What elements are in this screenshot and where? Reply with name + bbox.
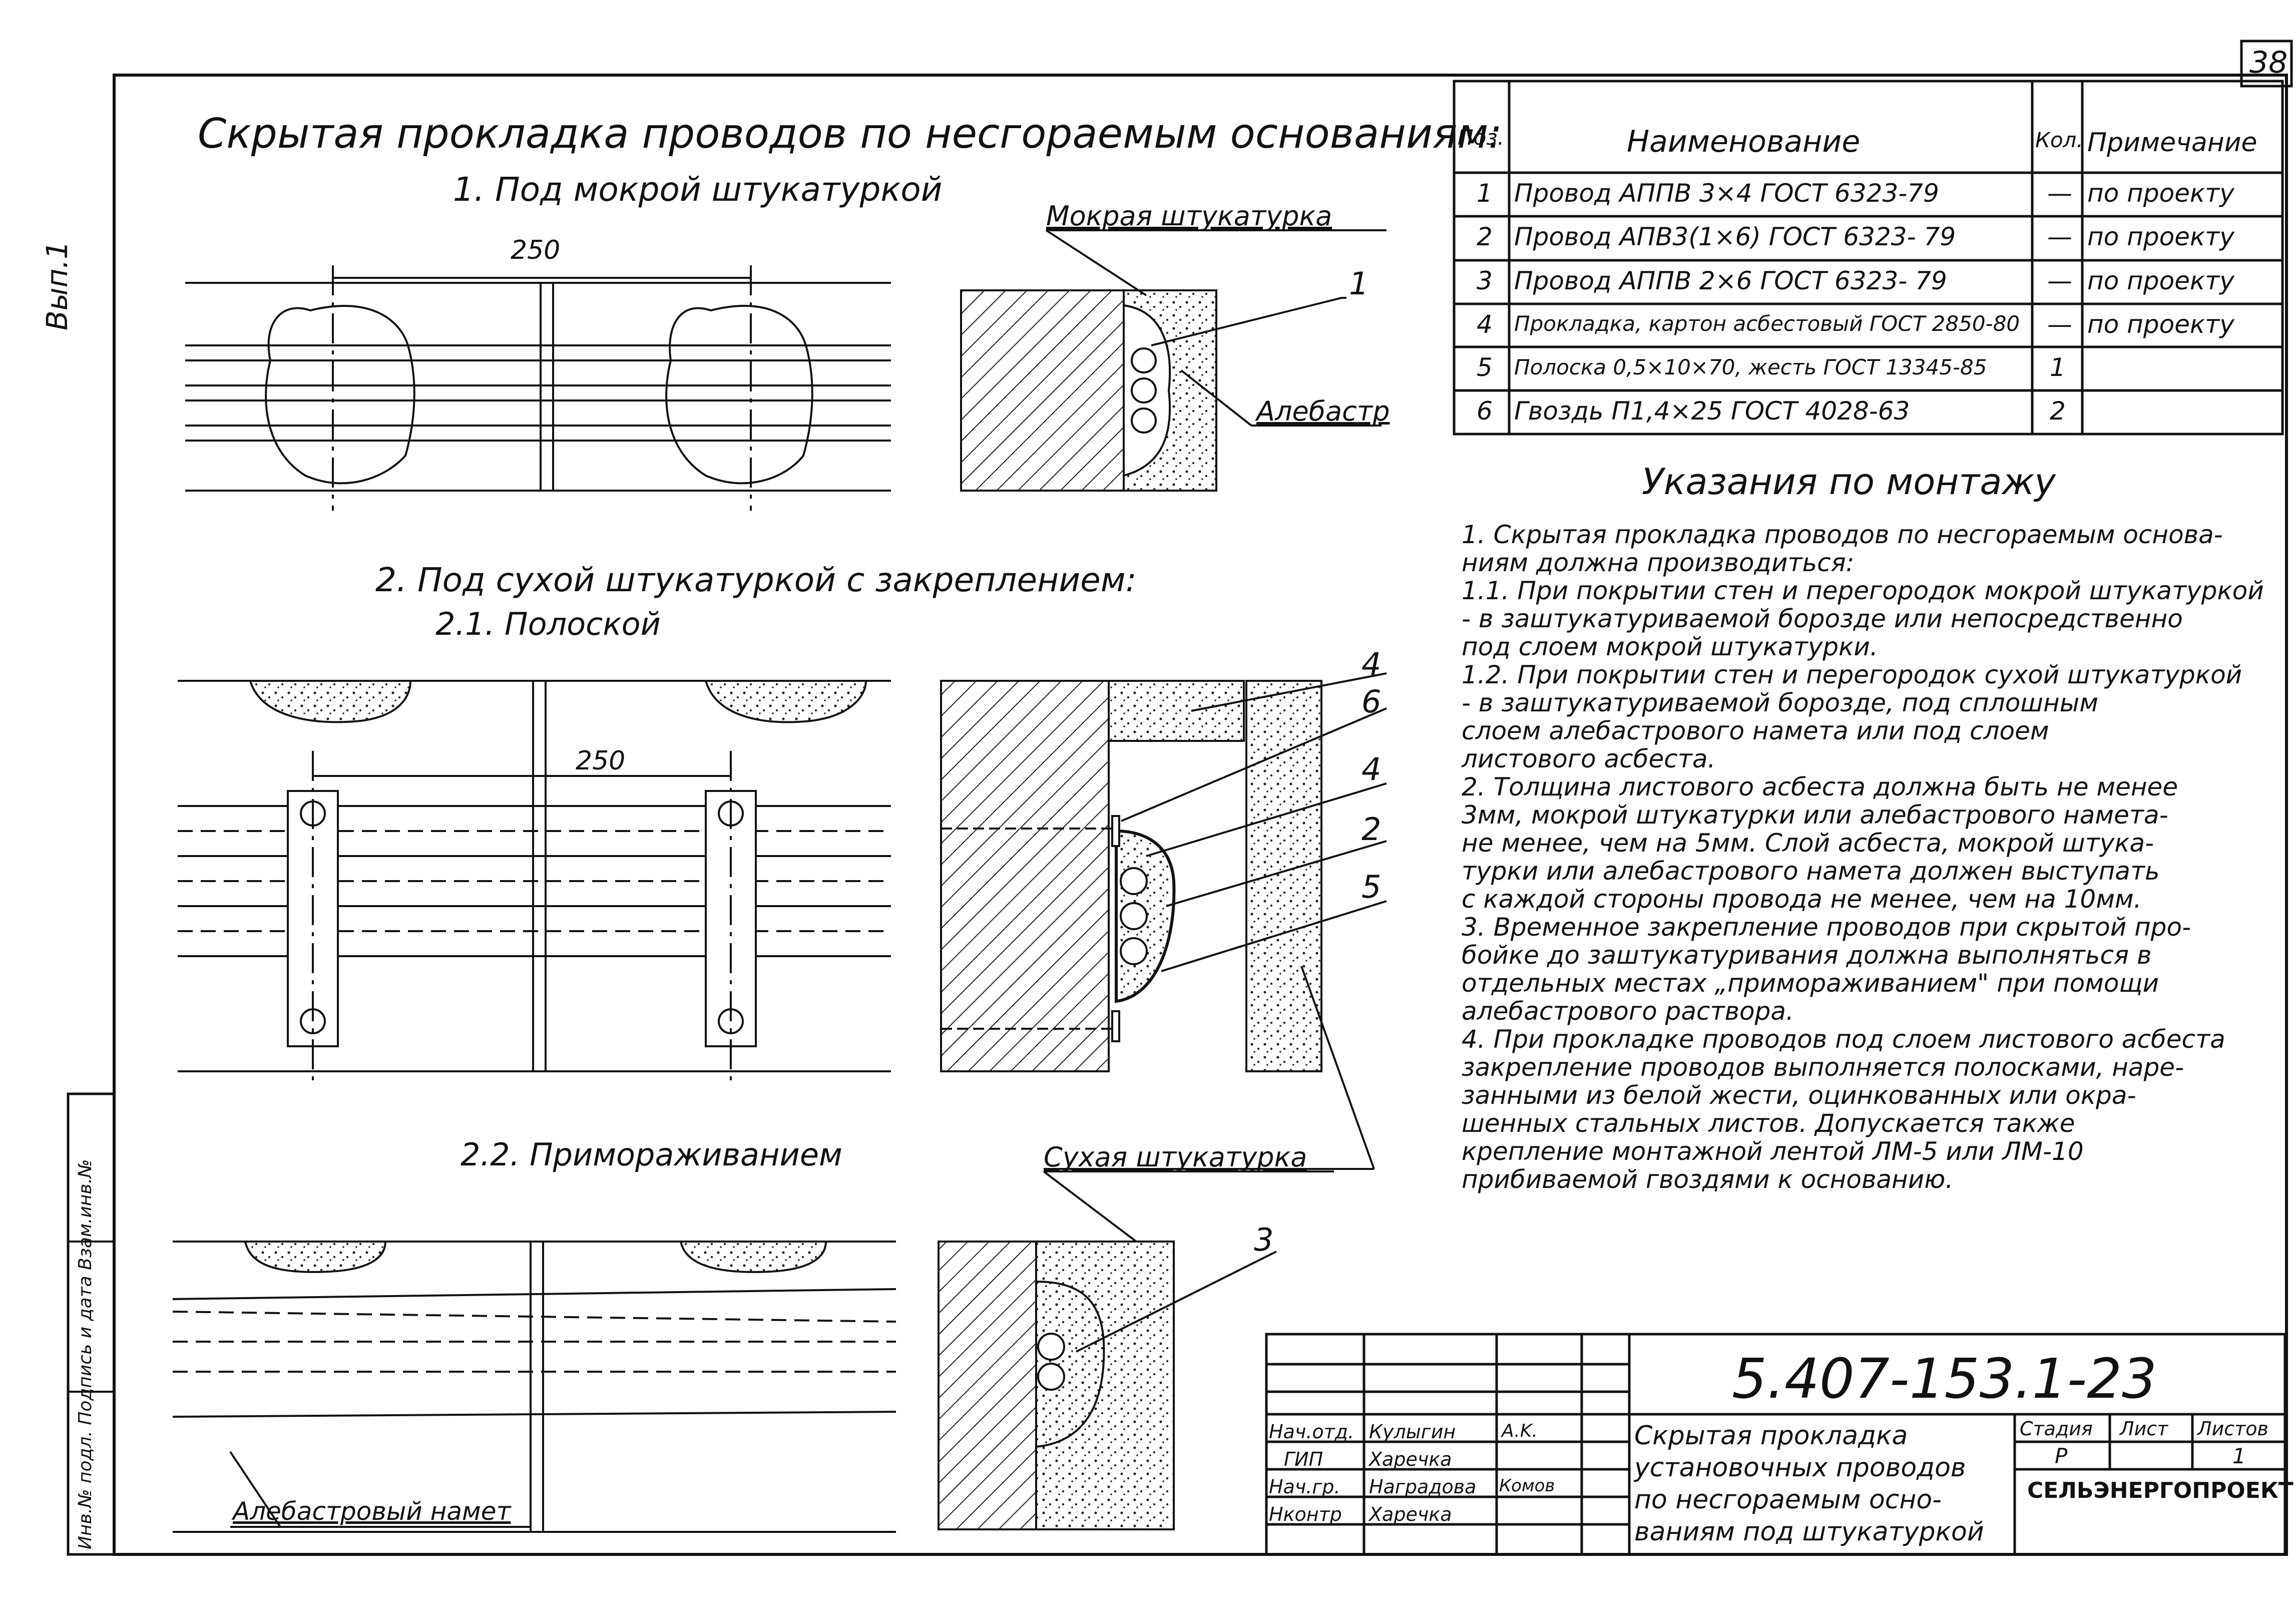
instruction-line: не менее, чем на 5мм. Слой асбеста, мокр…	[1462, 829, 2154, 858]
role-3: Нач.гр.	[1269, 1476, 1340, 1498]
sheets-label: Листов	[2197, 1418, 2268, 1440]
callout-1: 1	[1349, 265, 1369, 302]
name-2: Харечка	[1369, 1448, 1452, 1470]
doc-description-line-2: установочных проводов	[1634, 1453, 1966, 1483]
instruction-line: 4. При прокладке проводов под слоем лист…	[1462, 1025, 2225, 1054]
spec-row-6-qty: 2	[2050, 396, 2066, 426]
doc-description-line-1: Скрытая прокладка	[1634, 1421, 1908, 1451]
label-wet-plaster: Мокрая штукатурка	[1046, 200, 1332, 232]
spec-row-2-name: Провод АПВ3(1×6) ГОСТ 6323- 79	[1514, 222, 1956, 251]
instruction-line: шенных стальных листов. Допускается такж…	[1462, 1109, 2075, 1138]
spec-row-1-note: по проекту	[2087, 179, 2234, 208]
section-2-2-title: 2.2. Приморaживанием	[461, 1136, 842, 1173]
instruction-line: крепление монтажной лентой ЛМ-5 или ЛМ-1…	[1462, 1137, 2084, 1166]
organization: СЕЛЬЭНЕРГОПРОЕКТ	[2027, 1478, 2293, 1503]
spec-row-1-name: Провод АППВ 3×4 ГОСТ 6323-79	[1514, 179, 1939, 208]
spec-row-6-pos: 6	[1477, 396, 1493, 426]
stage-label: Стадия	[2020, 1418, 2093, 1440]
label-dry-plaster: Сухая штукатурка	[1044, 1141, 1307, 1173]
callout-4: 4	[1361, 751, 1382, 787]
spec-row-3-pos: 3	[1477, 266, 1493, 295]
role-2: ГИП	[1284, 1448, 1323, 1470]
spec-row-4-qty: —	[2047, 310, 2072, 339]
spec-row-4-note: по проекту	[2087, 310, 2234, 339]
role-1: Нач.отд.	[1269, 1421, 1354, 1443]
instruction-line: листового асбеста.	[1462, 744, 1716, 773]
dimension-250-strip: 250	[576, 746, 626, 776]
spec-row-2-pos: 2	[1477, 222, 1493, 251]
instruction-line: занными из белой жести, оцинкованных или…	[1462, 1081, 2136, 1110]
spec-row-3-note: по проекту	[2087, 266, 2234, 295]
spec-row-4-name: Прокладка, картон асбестовый ГОСТ 2850-8…	[1514, 311, 2020, 336]
spec-header-note: Примечание	[2087, 128, 2257, 158]
instruction-line: - в заштукатуриваемой борозде или непоср…	[1462, 604, 2183, 633]
label-alabaster: Алебастр	[1256, 395, 1390, 427]
callout-3: 3	[1254, 1222, 1274, 1258]
spec-row-2-note: по проекту	[2087, 222, 2234, 251]
main-title: Скрытая прокладка проводов по несгораемы…	[198, 110, 1502, 158]
section-2-1-title: 2.1. Полоской	[435, 606, 661, 642]
instruction-line: 2. Толщина листового асбеста должна быть…	[1462, 772, 2178, 801]
sheets-value: 1	[2232, 1444, 2246, 1468]
spec-row-6-name: Гвоздь П1,4×25 ГОСТ 4028-63	[1514, 396, 1910, 426]
spec-row-1-pos: 1	[1477, 179, 1493, 208]
stage-value: Р	[2055, 1444, 2068, 1468]
section-1-title: 1. Под мокрой штукатуркой	[453, 170, 943, 209]
callout-4-top: 4	[1361, 646, 1382, 682]
spec-row-3-qty: —	[2047, 266, 2072, 295]
spec-row-2-qty: —	[2047, 222, 2072, 251]
instruction-line: 3. Временное закрепление проводов при ск…	[1462, 913, 2191, 942]
section-2-title: 2. Под сухой штукатуркой с закреплением:	[375, 561, 1137, 599]
doc-code: 5.407-153.1-23	[1732, 1347, 2157, 1411]
instruction-line: отдельных местах „приморaживанием" при п…	[1462, 969, 2159, 998]
spec-row-1-qty: —	[2047, 179, 2072, 208]
sheet-number: 38	[2249, 45, 2288, 80]
doc-description-line-4: ваниям под штукатуркой	[1634, 1517, 1984, 1547]
instruction-line: закрепление проводов выполняется полоска…	[1462, 1053, 2184, 1082]
instruction-line: алебастрового раствора.	[1462, 997, 1794, 1026]
callout-5: 5	[1361, 869, 1382, 905]
spec-row-3-name: Провод АППВ 2×6 ГОСТ 6323- 79	[1514, 266, 1947, 295]
sheet-label: Лист	[2120, 1418, 2168, 1440]
spec-row-5-qty: 1	[2050, 353, 2066, 382]
name-3: Наградова	[1369, 1476, 1477, 1498]
instruction-line: с каждой стороны провода не менее, чем н…	[1462, 885, 2142, 914]
label-alabaster-cover: Алебастровый намет	[233, 1497, 511, 1526]
instruction-line: прибиваемой гвоздями к основанию.	[1462, 1165, 1954, 1194]
dimension-250-top: 250	[511, 235, 561, 265]
instruction-line: под слоем мокрой штукатурки.	[1462, 632, 1878, 661]
instruction-line: 1. Скрытая прокладка проводов по несгора…	[1462, 520, 2223, 549]
spec-row-5-name: Полоска 0,5×10×70, жесть ГОСТ 13345-85	[1514, 355, 1987, 379]
instruction-line: 1.1. При покрытии стен и перегородок мок…	[1462, 576, 2264, 605]
instruction-line: ниям должна производиться:	[1462, 548, 1855, 577]
name-4: Харечка	[1369, 1503, 1452, 1525]
instructions-title: Указания по монтажу	[1642, 461, 2056, 503]
side-stamp: Инв.№ подл. Подпись и дата Взам.инв.№	[75, 1159, 96, 1549]
role-4: Нконтр	[1269, 1503, 1342, 1525]
signature-3: Комов	[1499, 1476, 1555, 1496]
instruction-line: слоем алебастрового намета или под слоем	[1462, 716, 2049, 745]
spec-header-qty: Кол.	[2035, 128, 2083, 152]
spec-row-4-pos: 4	[1477, 310, 1493, 339]
callout-6: 6	[1361, 683, 1382, 720]
callout-2: 2	[1361, 811, 1382, 848]
instructions-text: 1. Скрытая прокладка проводов по несгора…	[1462, 521, 2272, 1193]
instruction-line: - в заштукатуриваемой борозде, под сплош…	[1462, 688, 2098, 717]
spec-header-pos: Поз.	[1458, 125, 1504, 150]
issue-mark: Вып.1	[40, 241, 74, 330]
signature-1: A.K.	[1502, 1421, 1538, 1441]
spec-header-name: Наименование	[1627, 124, 1861, 159]
spec-row-5-pos: 5	[1477, 353, 1493, 382]
instruction-line: бойке до заштукатуривания должна выполня…	[1462, 941, 2152, 970]
instruction-line: турки или алебастрового намета должен вы…	[1462, 857, 2160, 886]
name-1: Кулыгин	[1369, 1421, 1456, 1443]
doc-description-line-3: по несгораемым осно-	[1634, 1485, 1942, 1515]
instruction-line: 3мм, мокрой штукатурки или алебастрового…	[1462, 800, 2168, 830]
instruction-line: 1.2. При покрытии стен и перегородок сух…	[1462, 660, 2242, 689]
